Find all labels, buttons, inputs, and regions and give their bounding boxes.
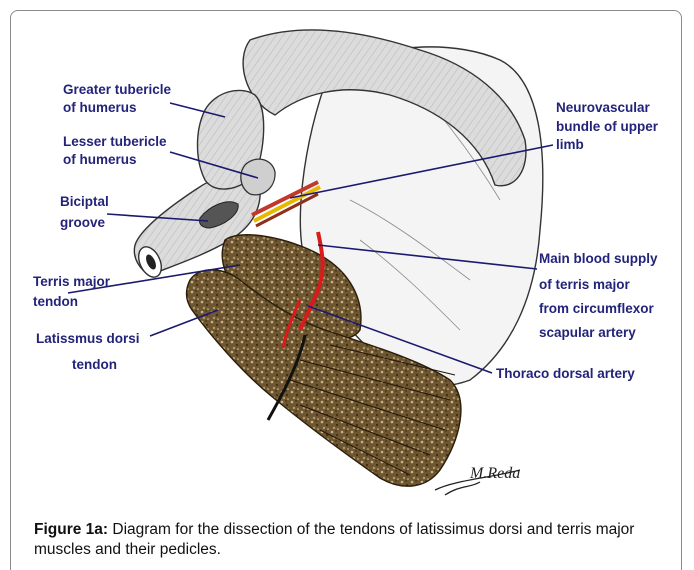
artist-signature: M.Reda [435,465,520,495]
label-terris-tendon-1: Terris major [33,274,111,289]
label-neurovascular-1: Neurovascular [556,100,651,115]
label-main-blood-2: of terris major [539,277,631,292]
label-greater-tubericle-1: Greater tubericle [63,82,172,97]
label-terris-tendon-2: tendon [33,294,78,309]
label-lesser-tubericle-1: Lesser tubericle [63,134,167,149]
label-bicipital-1: Biciptal [60,194,109,209]
lesser-tubericle [241,159,275,195]
label-greater-tubericle-2: of humerus [63,100,137,115]
figure-caption: Figure 1a: Diagram for the dissection of… [34,520,674,560]
label-neurovascular-3: limb [556,137,584,152]
caption-prefix: Figure 1a: [34,521,108,538]
caption-text: Diagram for the dissection of the tendon… [34,521,634,558]
label-main-blood-1: Main blood supply [539,251,658,266]
label-bicipital-2: groove [60,215,106,230]
label-main-blood-3: from circumflexor [539,301,655,316]
label-neurovascular-2: bundle of upper [556,119,659,134]
label-lesser-tubericle-2: of humerus [63,152,137,167]
label-thoraco-dorsal: Thoraco dorsal artery [496,366,635,381]
dissection-diagram: M.Reda Greater tubericle of humerus Less… [0,0,694,520]
label-latissimus-2: tendon [72,357,117,372]
label-main-blood-4: scapular artery [539,325,636,340]
signature-text: M.Reda [469,465,520,482]
label-latissimus-1: Latissmus dorsi [36,331,140,346]
